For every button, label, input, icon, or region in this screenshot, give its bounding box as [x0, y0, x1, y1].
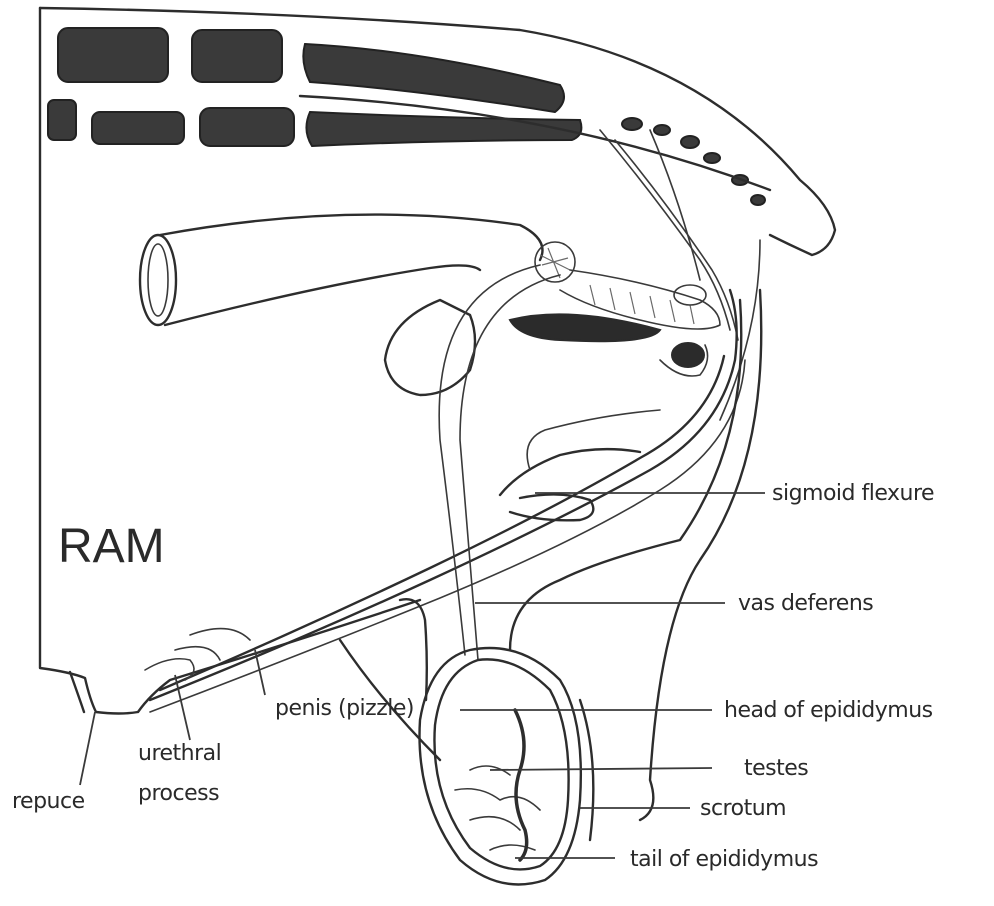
- label-tail-of-epididymus: tail of epididymus: [630, 847, 818, 872]
- accessory-glands: [510, 242, 720, 376]
- labels: RAM sigmoid flexure vas deferens head of…: [12, 481, 934, 872]
- leader-penis: [255, 650, 265, 695]
- label-urethral-process-line1: urethral: [138, 741, 221, 766]
- label-head-of-epididymus: head of epididymus: [724, 698, 933, 723]
- label-scrotum: scrotum: [700, 796, 786, 821]
- rectum: [140, 215, 543, 325]
- label-vas-deferens: vas deferens: [738, 591, 873, 616]
- scrotum-testis: [420, 648, 594, 885]
- label-penis: penis (pizzle): [275, 696, 414, 721]
- label-urethral-process-line2: process: [138, 781, 219, 806]
- label-testes: testes: [744, 756, 808, 781]
- leader-testes: [490, 768, 712, 770]
- diagram-title: RAM: [58, 520, 165, 573]
- label-sigmoid-flexure: sigmoid flexure: [772, 481, 934, 506]
- spinal-vessels: [600, 130, 760, 420]
- bladder: [385, 300, 475, 395]
- label-prepuce: repuce: [12, 789, 85, 814]
- leader-prepuce: [80, 712, 95, 785]
- vertebrae: [48, 28, 770, 205]
